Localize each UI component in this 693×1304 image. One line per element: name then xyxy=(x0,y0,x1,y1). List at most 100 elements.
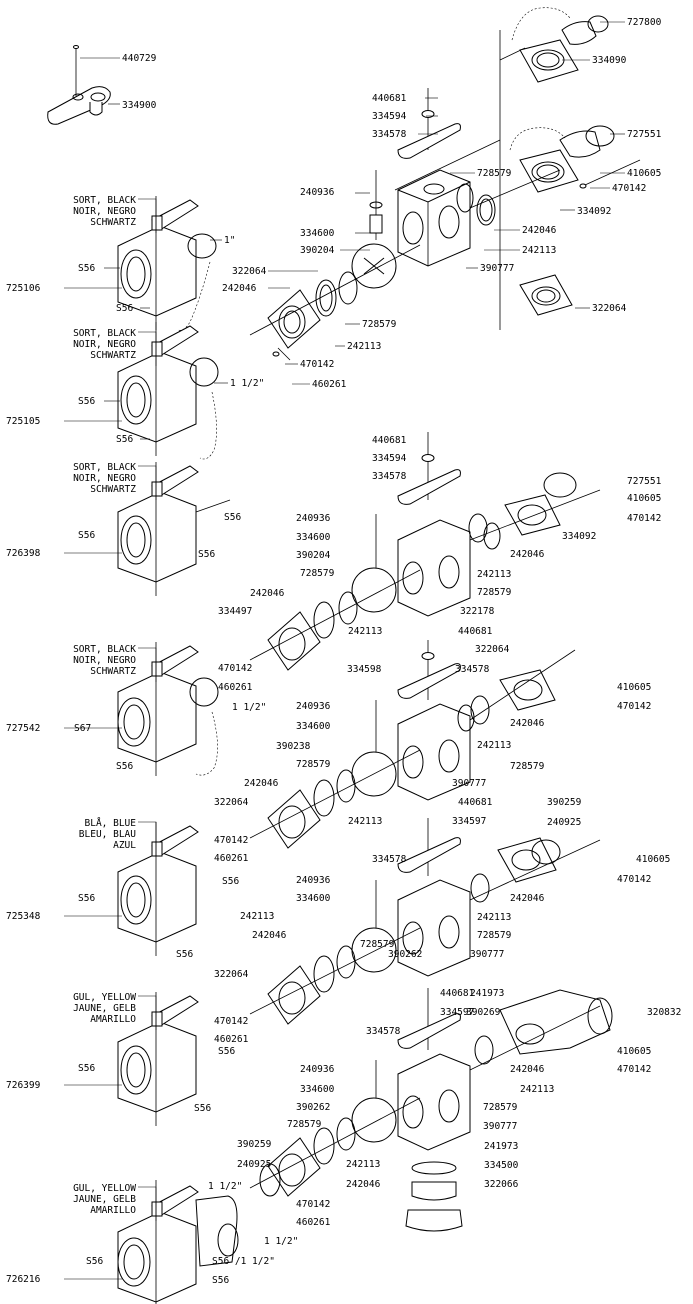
part-callout-f15: 390777 xyxy=(470,949,504,960)
part-callout-g12: 334600 xyxy=(300,1084,335,1095)
part-callout-e4: 334578 xyxy=(455,664,490,675)
part-callout-c18: 390777 xyxy=(480,263,514,274)
part-callout-f1: 440681 xyxy=(458,797,493,808)
part-callout-g15: 390777 xyxy=(483,1121,517,1132)
part-callout-h4: S56 xyxy=(86,1256,103,1267)
part-callout-g11: 240936 xyxy=(300,1064,335,1075)
valve-sketch-3 xyxy=(117,462,231,596)
part-callout-c15: 240936 xyxy=(300,187,335,198)
part-callout-e10: 242113 xyxy=(477,740,511,751)
part-callout-c22: 728579 xyxy=(362,319,397,330)
part-callout-f5: 410605 xyxy=(636,854,670,865)
color-note-line: AMARILLO xyxy=(90,1205,136,1216)
part-callout-f24: S56 xyxy=(176,949,193,960)
part-callout-c7: 334578 xyxy=(372,129,407,140)
part-callout-d16: 322178 xyxy=(460,606,495,617)
assembly-5-drawing xyxy=(249,988,613,1232)
color-note-line: AMARILLO xyxy=(90,1014,136,1025)
part-callout-e7: 240936 xyxy=(296,701,331,712)
part-callout-e17: 242113 xyxy=(348,816,382,827)
part-callout-d15: 242046 xyxy=(250,588,285,599)
part-callout-g2: 241973 xyxy=(470,988,504,999)
part-callout-g3: 390269 xyxy=(466,1007,501,1018)
part-callout-e13: 728579 xyxy=(510,761,545,772)
part-callout-g10: 242113 xyxy=(520,1084,554,1095)
part-callout-e9: 242046 xyxy=(510,718,545,729)
part-callout-e16: 322064 xyxy=(214,797,249,808)
part-callout-d13: 242113 xyxy=(477,569,511,580)
part-callout-d21: 726398 xyxy=(6,548,41,559)
part-callout-g8: 470142 xyxy=(617,1064,651,1075)
part-callout-f23: S56 xyxy=(222,876,239,887)
part-callout-d4: 727551 xyxy=(627,476,662,487)
assembly-1-drawing xyxy=(249,7,641,361)
part-callout-g4: 320832 xyxy=(647,1007,681,1018)
part-callout-g28: S56 xyxy=(218,1046,235,1057)
part-callout-c27: S56 xyxy=(78,263,95,274)
color-note-leader xyxy=(138,1186,157,1221)
valve-sketch-1 xyxy=(117,196,217,331)
part-callout-f18: 322064 xyxy=(214,969,249,980)
part-callout-f8: 240936 xyxy=(296,875,331,886)
part-callout-c6: 334594 xyxy=(372,111,407,122)
part-callout-e1: 440681 xyxy=(458,626,493,637)
part-callout-g14: 390262 xyxy=(296,1102,330,1113)
color-note-leader xyxy=(138,821,157,856)
part-callout-f12: 728579 xyxy=(477,930,512,941)
color-note-line: JAUNE, GELB xyxy=(73,1003,136,1014)
part-callout-f11: 242113 xyxy=(477,912,511,923)
part-callout-e8: 334600 xyxy=(296,721,331,732)
part-callout-e5: 410605 xyxy=(617,682,651,693)
part-callout-g25: 460261 xyxy=(296,1217,331,1228)
color-note-line: SCHWARTZ xyxy=(90,484,136,495)
part-callout-g13: 728579 xyxy=(483,1102,518,1113)
part-callout-h3: 726216 xyxy=(6,1274,41,1285)
part-callout-f6: 470142 xyxy=(617,874,651,885)
assembly-3-drawing xyxy=(249,640,576,849)
color-note-line: GUL, YELLOW xyxy=(73,992,136,1003)
color-note-line: SORT, BLACK xyxy=(73,644,136,655)
part-callout-c9: 410605 xyxy=(627,168,661,179)
part-callout-f19: 470142 xyxy=(214,1016,248,1027)
part-callout-g27: S56 xyxy=(78,1063,95,1074)
part-callout-d2: 334594 xyxy=(372,453,407,464)
part-callout-d8: 242046 xyxy=(510,549,545,560)
part-callout-c13: 242046 xyxy=(522,225,557,236)
part-callout-d24: S56 xyxy=(224,512,241,523)
part-callout-f16: 242046 xyxy=(252,930,287,941)
part-callout-e21: S67 xyxy=(74,723,91,734)
part-callout-f9: 334600 xyxy=(296,893,331,904)
part-callout-d6: 470142 xyxy=(627,513,661,524)
part-callout-f10: 242046 xyxy=(510,893,545,904)
color-note-line: JAUNE, GELB xyxy=(73,1194,136,1205)
color-note-line: NOIR, NEGRO xyxy=(73,473,136,484)
part-callout-f22: S56 xyxy=(78,893,95,904)
part-callout-c20: 242046 xyxy=(222,283,257,294)
valve-sketch-6 xyxy=(117,992,199,1126)
part-callout-c14: 242113 xyxy=(522,245,556,256)
part-callout-c30: 725105 xyxy=(6,416,40,427)
color-note-line: NOIR, NEGRO xyxy=(73,655,136,666)
color-note-line: SCHWARTZ xyxy=(90,350,136,361)
part-callout-g24: 470142 xyxy=(296,1199,330,1210)
part-callout-c2: 334900 xyxy=(122,100,157,111)
part-callout-e12: 728579 xyxy=(296,759,331,770)
part-callout-c31: S56 xyxy=(78,396,95,407)
part-callout-d17: 334497 xyxy=(218,606,252,617)
part-callout-e11: 390238 xyxy=(276,741,311,752)
part-callout-c17: 390204 xyxy=(300,245,335,256)
part-callout-g6: 334578 xyxy=(366,1026,401,1037)
part-callout-f21: 725348 xyxy=(6,911,41,922)
part-callout-f7: 334578 xyxy=(372,854,407,865)
part-callout-d14: 728579 xyxy=(477,587,512,598)
color-note-line: NOIR, NEGRO xyxy=(73,206,136,217)
part-callout-c29: 1" xyxy=(224,235,235,246)
color-note-line: GUL, YELLOW xyxy=(73,1183,136,1194)
part-callout-d18: 242113 xyxy=(348,626,382,637)
part-callout-e15: 242046 xyxy=(244,778,279,789)
part-callout-e20: 727542 xyxy=(6,723,40,734)
part-callout-e19: 460261 xyxy=(214,853,249,864)
part-callout-d22: S56 xyxy=(78,530,95,541)
